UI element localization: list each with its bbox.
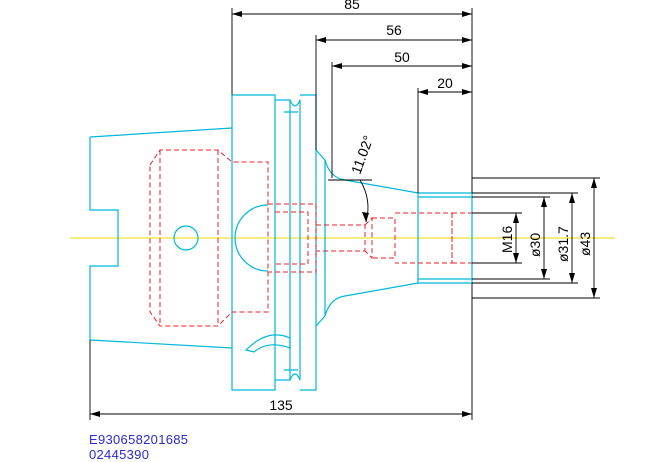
- dim-85: 85: [344, 0, 360, 12]
- dim-angle: 11.02°: [348, 133, 377, 176]
- dim-50: 50: [394, 49, 410, 65]
- part-codes: E930658201685 02445390: [89, 432, 188, 462]
- dim-d30: ø30: [527, 233, 543, 257]
- dimension-lines: [89, 8, 600, 420]
- dim-20: 20: [437, 75, 453, 91]
- dim-d43: ø43: [577, 232, 593, 256]
- dim-135: 135: [269, 397, 293, 413]
- part-outline: [89, 94, 473, 391]
- arrowheads: [90, 11, 597, 417]
- dim-56: 56: [386, 22, 402, 38]
- part-number: E930658201685: [89, 432, 189, 447]
- dim-m16: M16: [499, 226, 515, 253]
- order-number: 02445390: [89, 447, 150, 462]
- dim-d31-7: ø31.7: [555, 226, 571, 262]
- hidden-lines: [149, 149, 472, 327]
